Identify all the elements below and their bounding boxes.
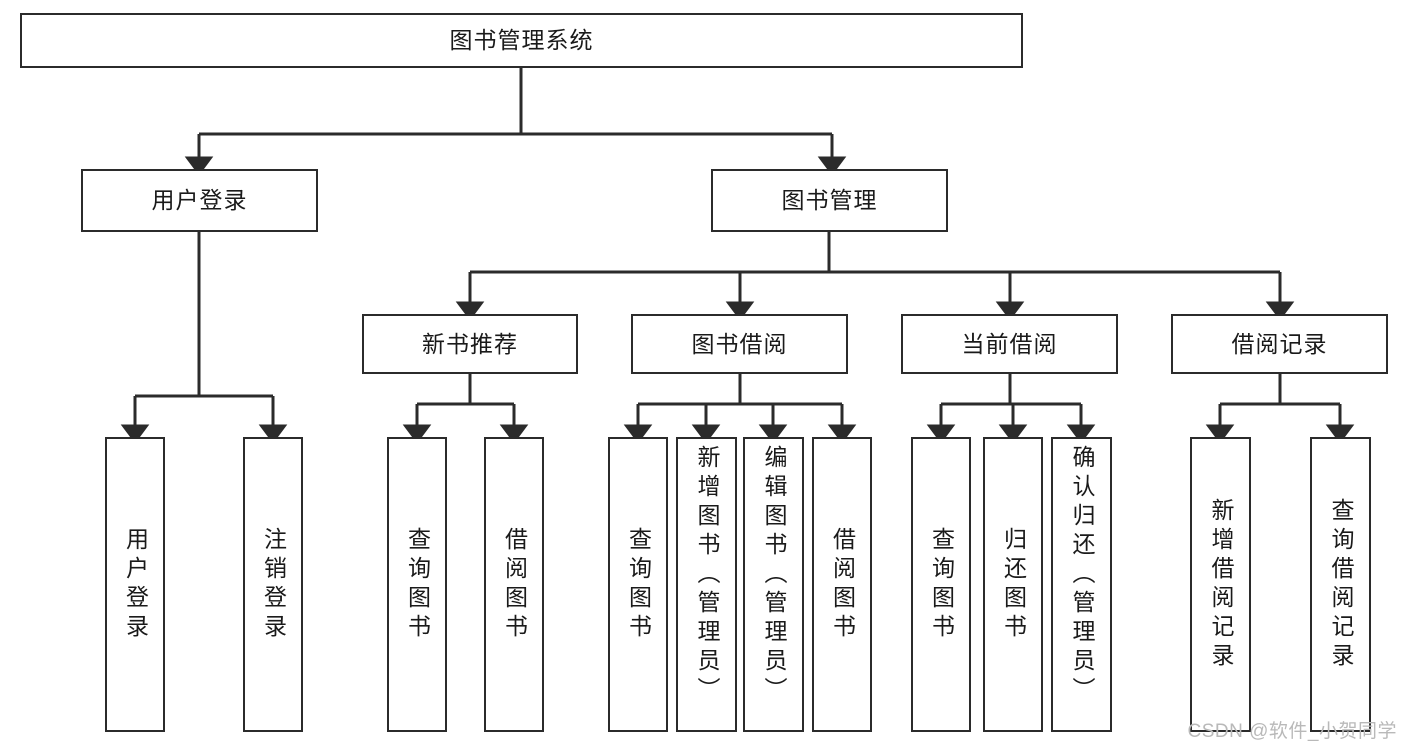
node-leaf-return-book-label: 归还图书 <box>1000 526 1027 643</box>
node-leaf-confirm-return[interactable]: 确认归还（管理员） <box>1051 437 1112 732</box>
node-book-management-label: 图书管理 <box>781 187 878 214</box>
node-leaf-add-book-label: 新增图书（管理员） <box>694 445 720 706</box>
node-book-management[interactable]: 图书管理 <box>711 169 948 232</box>
node-leaf-query-book-1[interactable]: 查询图书 <box>387 437 447 732</box>
node-leaf-edit-book-label: 编辑图书（管理员） <box>761 445 787 706</box>
node-leaf-user-login-label: 用户登录 <box>122 526 149 643</box>
node-leaf-query-book-3[interactable]: 查询图书 <box>911 437 971 732</box>
node-leaf-query-book-2[interactable]: 查询图书 <box>608 437 668 732</box>
node-user-login-label: 用户登录 <box>151 187 248 214</box>
node-leaf-borrow-book-1-label: 借阅图书 <box>501 526 528 643</box>
node-leaf-query-book-3-label: 查询图书 <box>928 526 955 643</box>
node-current-borrow-label: 当前借阅 <box>961 330 1058 357</box>
node-new-book-recommend-label: 新书推荐 <box>422 330 518 357</box>
node-leaf-edit-book[interactable]: 编辑图书（管理员） <box>743 437 804 732</box>
node-leaf-add-record[interactable]: 新增借阅记录 <box>1190 437 1251 732</box>
node-current-borrow[interactable]: 当前借阅 <box>901 314 1118 374</box>
node-leaf-borrow-book-2[interactable]: 借阅图书 <box>812 437 872 732</box>
node-leaf-query-record-label: 查询借阅记录 <box>1328 497 1354 672</box>
node-leaf-add-record-label: 新增借阅记录 <box>1208 497 1234 672</box>
node-leaf-return-book[interactable]: 归还图书 <box>983 437 1043 732</box>
node-borrow-record-label: 借阅记录 <box>1231 330 1328 357</box>
node-root-label: 图书管理系统 <box>449 27 594 54</box>
node-user-login[interactable]: 用户登录 <box>81 169 318 232</box>
node-new-book-recommend[interactable]: 新书推荐 <box>362 314 578 374</box>
node-leaf-borrow-book-1[interactable]: 借阅图书 <box>484 437 544 732</box>
node-book-borrow[interactable]: 图书借阅 <box>631 314 848 374</box>
node-book-borrow-label: 图书借阅 <box>691 330 788 357</box>
node-leaf-add-book[interactable]: 新增图书（管理员） <box>676 437 737 732</box>
node-leaf-borrow-book-2-label: 借阅图书 <box>829 526 856 643</box>
node-leaf-user-logout[interactable]: 注销登录 <box>243 437 303 732</box>
node-leaf-query-book-1-label: 查询图书 <box>404 526 431 643</box>
node-leaf-user-login[interactable]: 用户登录 <box>105 437 165 732</box>
node-leaf-confirm-return-label: 确认归还（管理员） <box>1069 445 1095 706</box>
node-leaf-user-logout-label: 注销登录 <box>260 526 287 643</box>
node-leaf-query-record[interactable]: 查询借阅记录 <box>1310 437 1371 732</box>
node-borrow-record[interactable]: 借阅记录 <box>1171 314 1388 374</box>
node-leaf-query-book-2-label: 查询图书 <box>625 526 652 643</box>
node-root[interactable]: 图书管理系统 <box>20 13 1023 68</box>
